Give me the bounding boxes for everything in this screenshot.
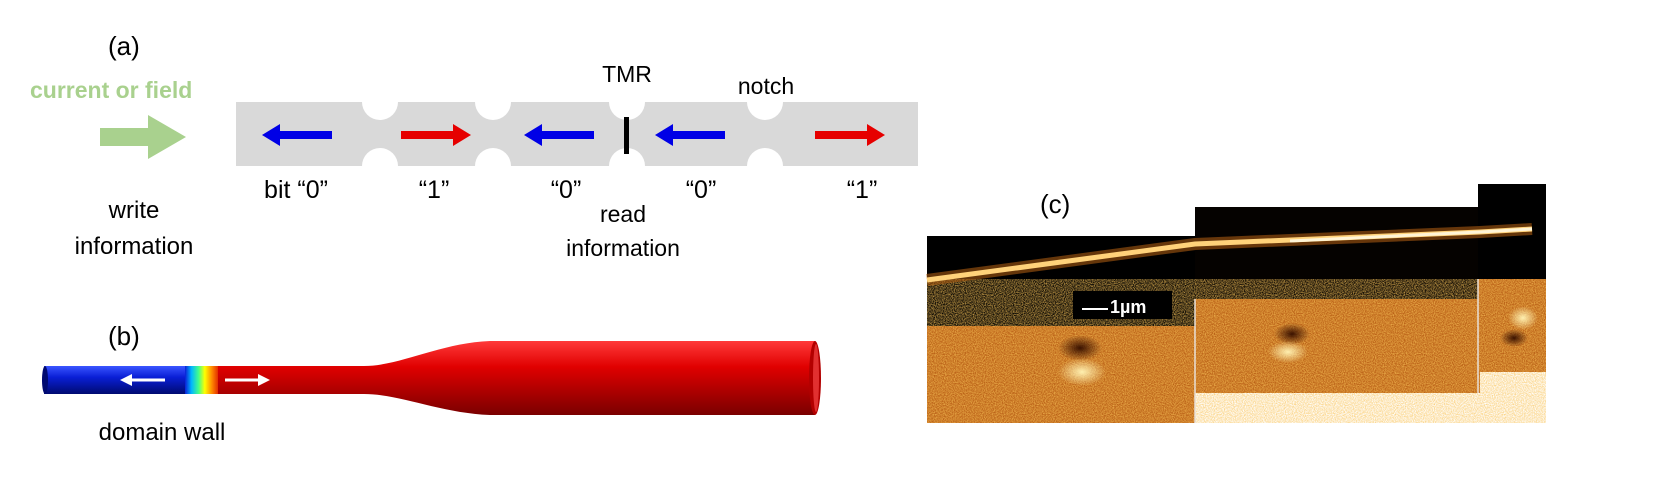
- right-arrowhead-icon: [258, 374, 270, 386]
- domain-wall-spot-dark: [1500, 329, 1528, 347]
- wall-motion-arrows: [120, 374, 270, 386]
- left-bit-arrow-icon: [524, 124, 594, 146]
- notch-bottom: [475, 148, 511, 184]
- wire-end-cap: [42, 366, 48, 394]
- bit-label: “0”: [686, 176, 717, 204]
- right-bit-arrow-icon: [401, 124, 471, 146]
- left-arrowhead-icon: [120, 374, 132, 386]
- read-caption-line1: read: [600, 201, 646, 227]
- notch-top: [747, 84, 783, 120]
- write-arrow-label: current or field: [30, 77, 192, 103]
- bit-arrows: [262, 124, 885, 146]
- domain-wall-caption: domain wall: [99, 419, 226, 446]
- panel-b: (b) domain wall: [42, 321, 821, 446]
- bit-label: “0”: [551, 176, 582, 204]
- nanowire-highlight: [1289, 227, 1533, 243]
- write-caption-line2: information: [75, 233, 194, 260]
- panel-c-label: (c): [1040, 189, 1070, 219]
- right-bit-arrow-icon: [815, 124, 885, 146]
- left-bit-arrow-icon: [655, 124, 725, 146]
- notch-label: notch: [738, 73, 794, 99]
- write-caption-line1: write: [108, 197, 160, 224]
- write-arrow-icon: [100, 115, 186, 159]
- bit-label: bit “0”: [264, 176, 328, 204]
- wire-end-face-highlight: [813, 344, 819, 412]
- panel-a-label: (a): [108, 31, 140, 61]
- read-caption-line2: information: [566, 235, 680, 261]
- micrograph-tile-middle-dark: [1195, 207, 1480, 299]
- wire-thin-blue-domain: [44, 366, 190, 394]
- scale-bar-label: 1µm: [1110, 297, 1146, 317]
- bit-label: “1”: [847, 176, 878, 204]
- notch-top: [475, 84, 511, 120]
- notches: [362, 84, 783, 184]
- tmr-read-head: [624, 117, 629, 154]
- scale-bar-box: [1073, 291, 1172, 319]
- left-bit-arrow-icon: [262, 124, 332, 146]
- wire-red-domain: [218, 341, 815, 415]
- bit-label: “1”: [419, 176, 450, 204]
- domain-wall-spot-dark: [1274, 323, 1310, 345]
- notch-bottom: [609, 148, 645, 184]
- panel-a: (a) current or field write information T…: [30, 31, 918, 261]
- notch-bottom: [362, 148, 398, 184]
- notch-bottom: [747, 148, 783, 184]
- domain-wall: [185, 366, 221, 394]
- notch-top: [609, 84, 645, 120]
- domain-wall-spot-bright: [1508, 306, 1538, 330]
- bit-labels: bit “0” “1” “0” “0” “1”: [264, 176, 877, 204]
- domain-wall-spot-bright: [1058, 358, 1106, 386]
- panel-b-label: (b): [108, 321, 140, 351]
- panel-c: (c) 1µm: [926, 184, 1546, 423]
- tmr-label: TMR: [602, 61, 652, 87]
- domain-wall-spot-bright: [1268, 341, 1308, 363]
- domain-wall-spot-dark: [1058, 335, 1102, 361]
- notch-top: [362, 84, 398, 120]
